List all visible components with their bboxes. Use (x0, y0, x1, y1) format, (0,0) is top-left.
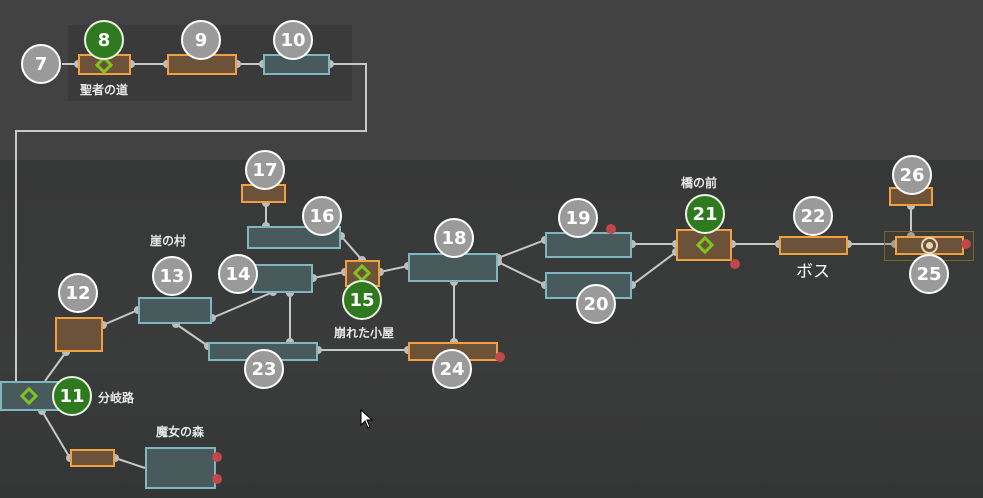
node-badge-19[interactable]: 19 (558, 198, 598, 238)
node-badge-16[interactable]: 16 (302, 196, 342, 236)
node-badge-8[interactable]: 8 (84, 20, 124, 60)
area-label-cliff-village: 崖の村 (149, 234, 187, 248)
red-marker-icon (730, 259, 740, 269)
node-badge-12[interactable]: 12 (58, 273, 98, 313)
stage-box-22[interactable] (779, 236, 848, 255)
node-badge-22[interactable]: 22 (793, 196, 833, 236)
stage-box-11[interactable] (0, 381, 62, 411)
node-badge-17[interactable]: 17 (245, 150, 285, 190)
node-badge-23[interactable]: 23 (244, 349, 284, 389)
stage-box-13[interactable] (138, 297, 212, 324)
edge (318, 265, 455, 351)
edge (41, 351, 146, 469)
node-badge-13[interactable]: 13 (152, 256, 192, 296)
mouse-cursor-icon (360, 409, 374, 429)
node-badge-9[interactable]: 9 (181, 20, 221, 60)
edge (102, 291, 274, 347)
stage-box-14[interactable] (252, 264, 313, 293)
area-label-saint-road: 聖者の道 (79, 83, 129, 97)
red-marker-icon (212, 452, 222, 462)
target-icon (921, 237, 938, 254)
area-label-ruined-hut: 崩れた小屋 (333, 326, 395, 340)
node-badge-10[interactable]: 10 (273, 20, 313, 60)
stage-box-12[interactable] (55, 317, 103, 352)
node-badge-18[interactable]: 18 (434, 218, 474, 258)
node-badge-14[interactable]: 14 (218, 254, 258, 294)
node-badge-26[interactable]: 26 (892, 155, 932, 195)
node-badge-15[interactable]: 15 (342, 280, 382, 320)
red-marker-icon (495, 352, 505, 362)
node-badge-21[interactable]: 21 (685, 194, 725, 234)
node-badge-25[interactable]: 25 (909, 254, 949, 294)
stage-box-forest-path[interactable] (70, 449, 115, 467)
red-marker-icon (606, 224, 616, 234)
area-label-witch-forest: 魔女の森 (155, 425, 205, 439)
area-label-crossroads: 分岐路 (97, 391, 135, 405)
area-label-boss: ボス (796, 262, 830, 282)
stage-box-witch-forest[interactable] (145, 447, 216, 489)
red-marker-icon (961, 239, 971, 249)
red-marker-icon (212, 474, 222, 484)
node-badge-11[interactable]: 11 (52, 376, 92, 416)
edge (265, 203, 363, 342)
edge (497, 239, 677, 286)
node-badge-20[interactable]: 20 (576, 284, 616, 324)
area-label-bridge-front: 橋の前 (680, 176, 718, 190)
edge (15, 63, 367, 381)
node-badge-7[interactable]: 7 (21, 44, 61, 84)
node-badge-24[interactable]: 24 (432, 349, 472, 389)
